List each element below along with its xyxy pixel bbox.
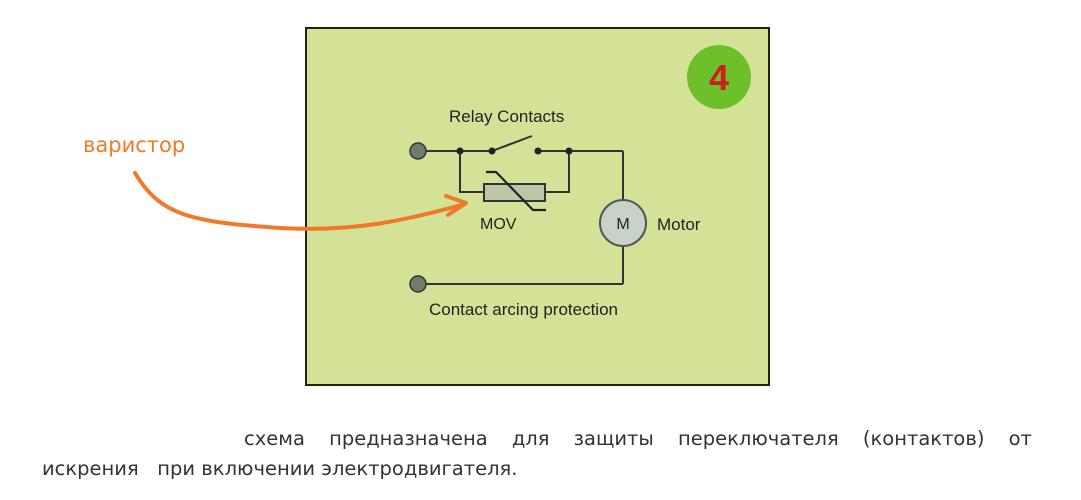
- caption-word: от: [1008, 427, 1032, 450]
- caption-word: схема: [244, 427, 305, 450]
- wires: [426, 135, 624, 285]
- motor-symbol-letter: M: [616, 216, 629, 233]
- caption-line-1: схема предназначена для защиты переключа…: [42, 424, 1032, 454]
- caption-word: защиты: [573, 427, 654, 450]
- caption-line-2: искрения при включении электродвигателя.: [42, 457, 518, 480]
- caption-word: переключателя: [677, 427, 839, 450]
- caption-word: предназначена: [329, 427, 488, 450]
- annotation-arrowhead: [444, 194, 468, 217]
- mov-label: MOV: [480, 216, 517, 233]
- badge-circle: [687, 45, 751, 109]
- caption-word: (контактов): [862, 427, 985, 450]
- motor-symbol: [599, 199, 647, 247]
- junction-dots: [456, 147, 573, 155]
- annotation-arrow: [133, 171, 467, 231]
- top-terminal: [409, 142, 427, 160]
- caption: схема предназначена для защиты переключа…: [42, 424, 1032, 484]
- relay-contacts-label: Relay Contacts: [449, 107, 564, 126]
- motor-label: Motor: [657, 215, 701, 234]
- bottom-label: Contact arcing protection: [429, 300, 618, 319]
- annotation-label: варистор: [83, 133, 186, 157]
- mov-varistor-mark: [486, 170, 546, 212]
- badge-number: 4: [709, 57, 729, 98]
- caption-word: для: [511, 427, 550, 450]
- bottom-terminal: [409, 275, 427, 293]
